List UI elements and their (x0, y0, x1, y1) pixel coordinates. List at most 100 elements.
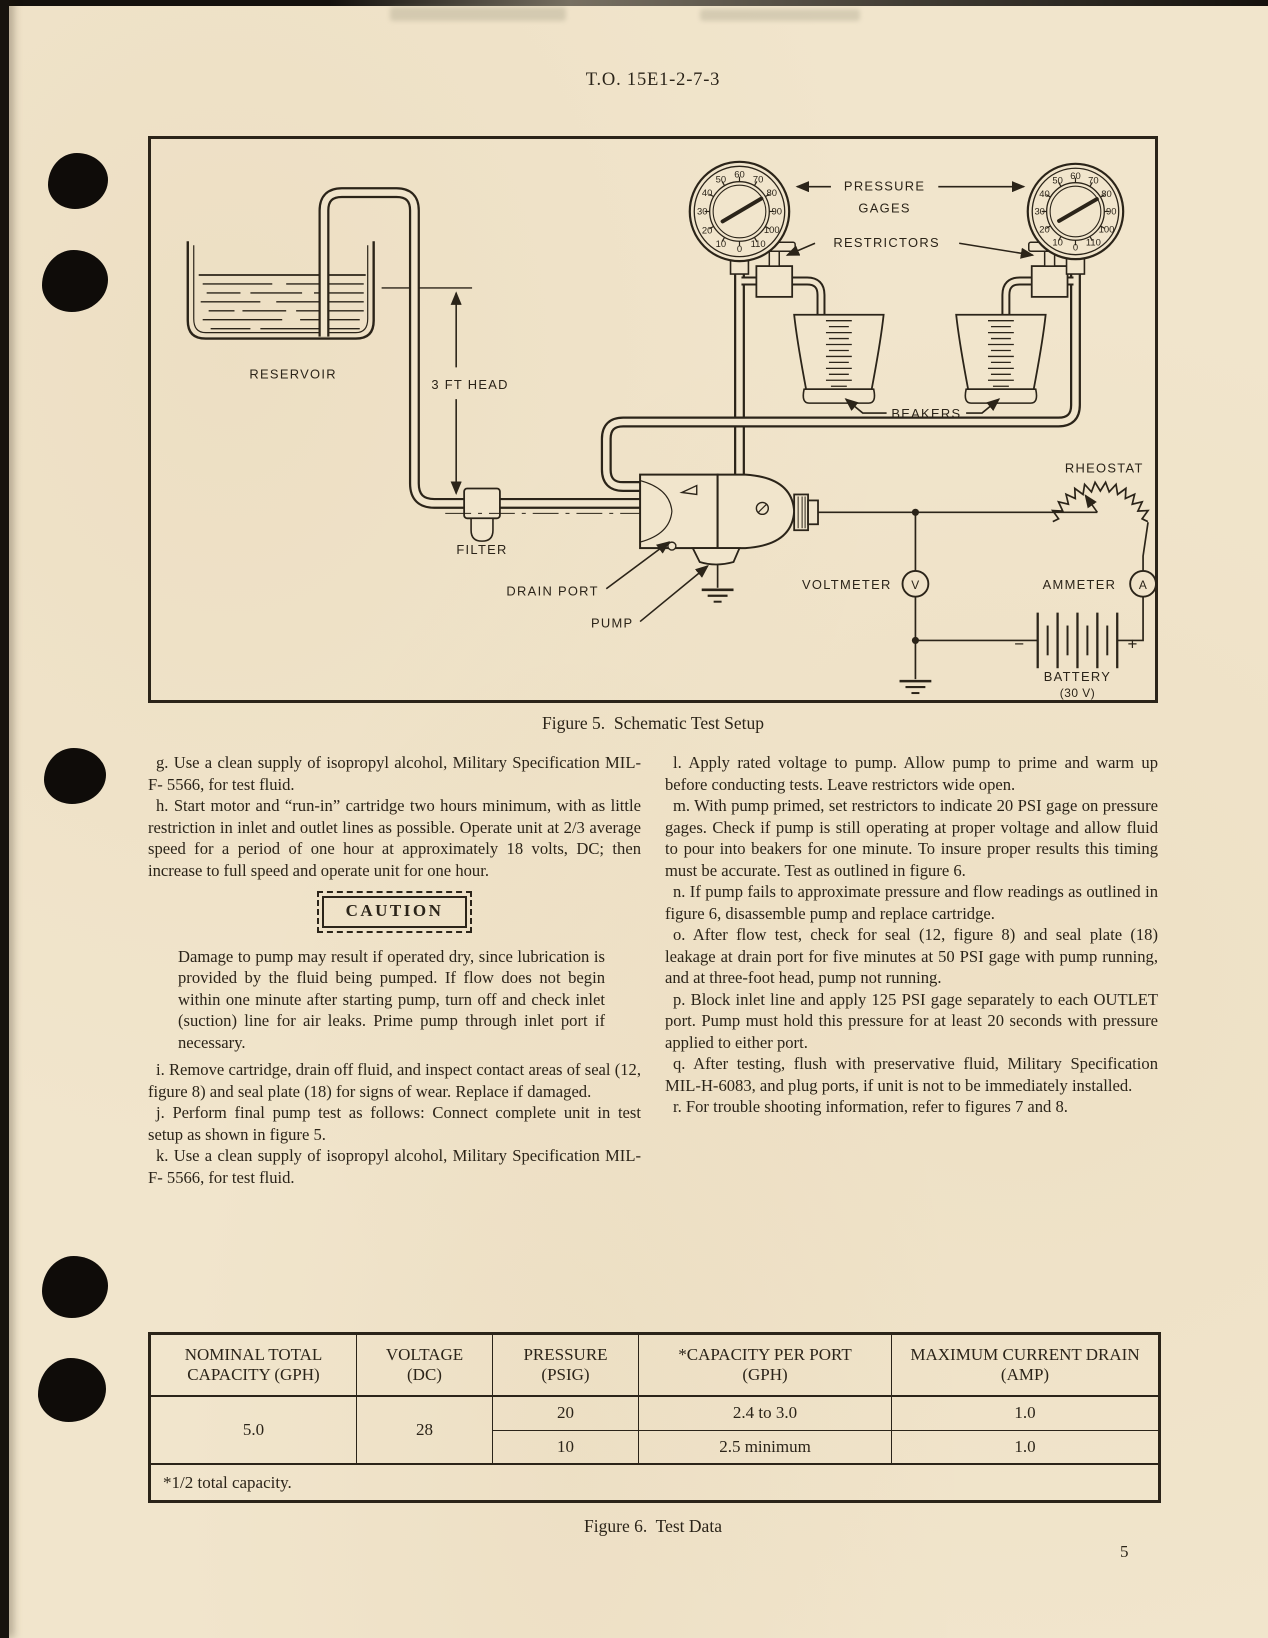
left-column: g. Use a clean supply of isopropyl alcoh… (148, 752, 641, 1188)
figure6-caption: Figure 6. Test Data (584, 1516, 722, 1536)
ammeter-symbol: A (1139, 578, 1147, 592)
gauge-scale-80: 80 (767, 187, 777, 198)
restrictors-label: RESTRICTORS (833, 235, 940, 250)
gauge-scale-80: 80 (1101, 188, 1111, 199)
binding-hole-mark (38, 1358, 106, 1422)
reservoir-tank (186, 241, 375, 340)
gauge-tick (1058, 236, 1062, 241)
para-j: j. Perform final pump test as follows: C… (148, 1103, 641, 1144)
gauge-needle (1057, 197, 1099, 223)
ink-bleedthrough (390, 7, 566, 21)
pump-foot (691, 547, 741, 566)
ink-bleedthrough (700, 9, 860, 21)
reservoir-label: RESERVOIR (249, 366, 336, 381)
battery-label: BATTERY (1044, 669, 1111, 684)
battery-cells (1036, 612, 1119, 669)
caution-box-wrap: CAUTION (148, 891, 641, 933)
scan-top-edge (0, 0, 1268, 6)
gauge-scale-40: 40 (702, 187, 712, 198)
gauge-scale-100: 100 (764, 224, 780, 235)
gauge-scale-110: 110 (1086, 237, 1101, 248)
cell-pressure: 20 (492, 1395, 639, 1431)
para-m: m. With pump primed, set restrictors to … (665, 796, 1158, 880)
pump-assembly (639, 473, 819, 603)
battery-minus-sign: − (1014, 634, 1025, 653)
technical-order-number: T.O. 15E1-2-7-3 (585, 70, 721, 90)
para-l: l. Apply rated voltage to pump. Allow pu… (665, 753, 1158, 794)
caution-box: CAUTION (316, 891, 473, 933)
head-label: 3 FT HEAD (431, 377, 508, 392)
cell-voltage: 28 (356, 1395, 493, 1465)
right-column: l. Apply rated voltage to pump. Allow pu… (665, 752, 1158, 1188)
gauge-scale-90: 90 (1106, 206, 1116, 217)
figure5-caption: Figure 5. Schematic Test Setup (541, 713, 765, 733)
gauge-scale-40: 40 (1039, 188, 1049, 199)
gauge-needle (720, 196, 764, 224)
gauge-scale-50: 50 (716, 173, 726, 184)
col-header-capacity-per-port: *CAPACITY PER PORT(GPH) (638, 1333, 892, 1397)
para-g: g. Use a clean supply of isopropyl alcoh… (148, 753, 641, 794)
gauge-scale-60: 60 (1070, 170, 1080, 181)
gauge-scale-100: 100 (1099, 224, 1115, 235)
label-arrow (639, 564, 709, 623)
gauge-scale-0: 0 (737, 243, 742, 254)
caution-text: Damage to pump may result if operated dr… (178, 946, 605, 1052)
drain-port-label: DRAIN PORT (506, 584, 598, 599)
gauge-scale-20: 20 (702, 224, 712, 235)
cell-current: 1.0 (891, 1395, 1160, 1431)
gauge-tick (1045, 225, 1051, 229)
voltmeter-circle (901, 569, 930, 598)
cell-pressure: 10 (492, 1429, 639, 1465)
cell-capacity: 2.5 minimum (638, 1429, 892, 1465)
gauge-tick (1100, 225, 1106, 229)
table-footnote: *1/2 total capacity. (149, 1463, 1160, 1502)
body-text: g. Use a clean supply of isopropyl alcoh… (148, 752, 1158, 1188)
ground-symbol (701, 588, 734, 603)
gauge-scale-20: 20 (1039, 224, 1049, 235)
para-i: i. Remove cartridge, drain off fluid, an… (148, 1060, 641, 1101)
rheostat-wiper-arrow (1084, 494, 1098, 513)
gauge-scale-30: 30 (1034, 206, 1044, 217)
page-number: 5 (1120, 1542, 1129, 1561)
scan-binding-edge (0, 0, 9, 1638)
pump-screw (755, 501, 770, 516)
battery-voltage-label: (30 V) (1060, 686, 1095, 700)
filter-label: FILTER (456, 542, 507, 557)
cell-current: 1.0 (891, 1429, 1160, 1465)
gauge-scale-0: 0 (1073, 241, 1078, 252)
gauge-scale-70: 70 (753, 173, 763, 184)
table-footnote-row: *1/2 total capacity. (149, 1463, 1160, 1502)
binding-hole-mark (48, 153, 108, 209)
pump-label: PUMP (591, 616, 633, 631)
label-arrow (605, 541, 671, 590)
beakers-label: BEAKERS (891, 406, 961, 421)
gauge-scale-70: 70 (1088, 175, 1098, 186)
para-h: h. Start motor and “run-in” cartridge tw… (148, 796, 641, 880)
gauge-scale-10: 10 (1052, 237, 1062, 248)
gauge-tick (721, 236, 726, 242)
rheostat-winding (1050, 480, 1150, 523)
label-arrow (966, 398, 1001, 414)
head-dimension (381, 287, 473, 496)
gauge-tick (1089, 181, 1093, 187)
gauge-tick (1058, 181, 1062, 187)
label-arrow (959, 242, 1035, 259)
gauge-tick (753, 236, 758, 242)
pump-vent-detail (679, 484, 698, 496)
gauge-tick (709, 225, 714, 230)
battery-plus-sign: + (1128, 634, 1139, 653)
gauge-scale-110: 110 (751, 238, 766, 249)
gauge-scale-10: 10 (716, 238, 726, 249)
para-r: r. For trouble shooting information, ref… (673, 1097, 1068, 1116)
gauge-scale-60: 60 (734, 168, 744, 179)
table-row: 10 2.5 minimum 1.0 (150, 1429, 1160, 1465)
ammeter-label: AMMETER (1043, 577, 1117, 592)
gauge-tick (709, 193, 714, 198)
label-arrow (785, 242, 816, 256)
gauge-scale-90: 90 (772, 206, 782, 217)
